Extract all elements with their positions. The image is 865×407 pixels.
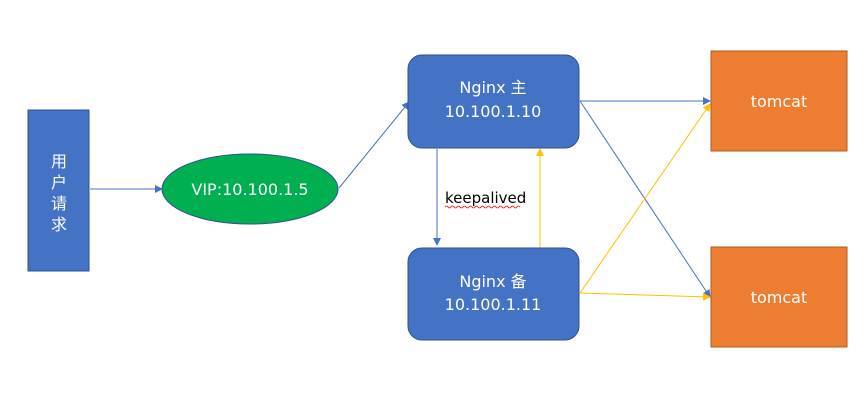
user-request-char-4: 求 — [51, 215, 67, 234]
tomcat-top-label: tomcat — [751, 92, 808, 111]
edge-backup-to-tomcat-top — [579, 103, 711, 294]
keepalived-label-group: keepalived — [444, 189, 526, 209]
tomcat-top-box: tomcat — [710, 50, 848, 152]
nginx-backup-ip: 10.100.1.11 — [445, 295, 542, 314]
edge-vip-to-nginx-master — [338, 101, 410, 189]
spellcheck-underline — [444, 205, 521, 209]
nginx-backup-title: Nginx 备 — [459, 272, 526, 291]
edges — [90, 97, 711, 301]
vip-node: VIP:10.100.1.5 — [161, 153, 339, 225]
user-request-char-2: 户 — [51, 173, 67, 192]
nginx-master-box: Nginx 主 10.100.1.10 — [407, 54, 580, 149]
nginx-master-title: Nginx 主 — [459, 78, 526, 97]
user-request-box: 用 户 请 求 — [27, 109, 90, 272]
edge-backup-to-tomcat-bottom — [579, 292, 711, 301]
user-request-char-3: 请 — [51, 194, 67, 213]
nginx-backup-box: Nginx 备 10.100.1.11 — [407, 247, 580, 341]
vip-label: VIP:10.100.1.5 — [191, 180, 308, 199]
nginx-master-ip: 10.100.1.10 — [445, 102, 542, 121]
tomcat-bottom-box: tomcat — [710, 246, 848, 348]
tomcat-bottom-label: tomcat — [751, 288, 808, 307]
keepalived-label: keepalived — [445, 189, 526, 207]
user-request-char-1: 用 — [51, 152, 67, 171]
